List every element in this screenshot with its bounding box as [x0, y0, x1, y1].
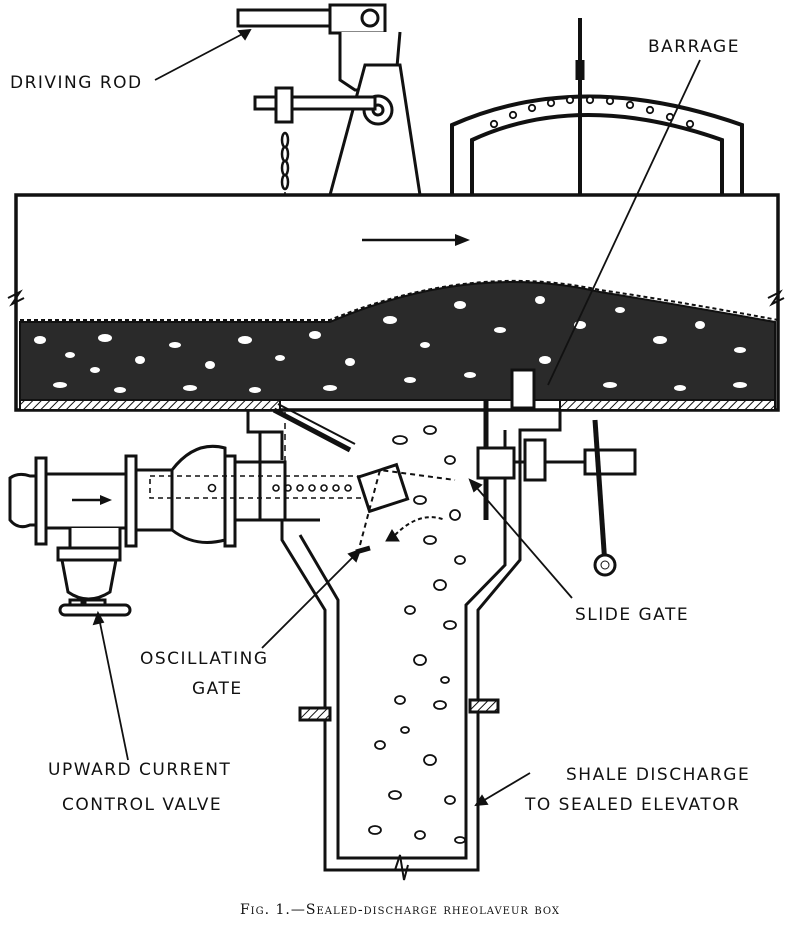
label-oscillating-gate-line1: OSCILLATING	[140, 649, 269, 669]
shale-fragments	[368, 425, 466, 844]
leader-lines	[92, 28, 701, 807]
chain	[280, 131, 290, 191]
flow-arrow	[362, 234, 470, 246]
label-slide-gate: SLIDE GATE	[575, 605, 690, 625]
control-valve	[56, 546, 132, 617]
chamber-walls	[246, 410, 562, 881]
slide-gate	[476, 368, 637, 577]
label-shale-discharge-line2: TO SEALED ELEVATOR	[525, 795, 741, 815]
material-bed	[19, 281, 776, 401]
inlet-pipe	[8, 444, 287, 550]
material-pebbles	[34, 296, 747, 393]
driving-rod	[236, 8, 340, 28]
label-upward-current-line1: UPWARD CURRENT	[48, 760, 232, 780]
oscillating-gate	[272, 403, 456, 555]
inlet-arrow	[72, 495, 112, 505]
label-barrage: BARRAGE	[648, 37, 740, 57]
quadrant-holes	[489, 95, 695, 129]
driving-mechanism	[236, 3, 422, 196]
label-oscillating-gate-line2: GATE	[192, 679, 243, 699]
label-upward-current-line2: CONTROL VALVE	[62, 795, 223, 815]
label-shale-discharge-line1: SHALE DISCHARGE	[566, 765, 751, 785]
figure-caption: Fig. 1.—Sealed-discharge rheolaveur box	[239, 902, 561, 918]
label-driving-rod: DRIVING ROD	[10, 73, 143, 93]
